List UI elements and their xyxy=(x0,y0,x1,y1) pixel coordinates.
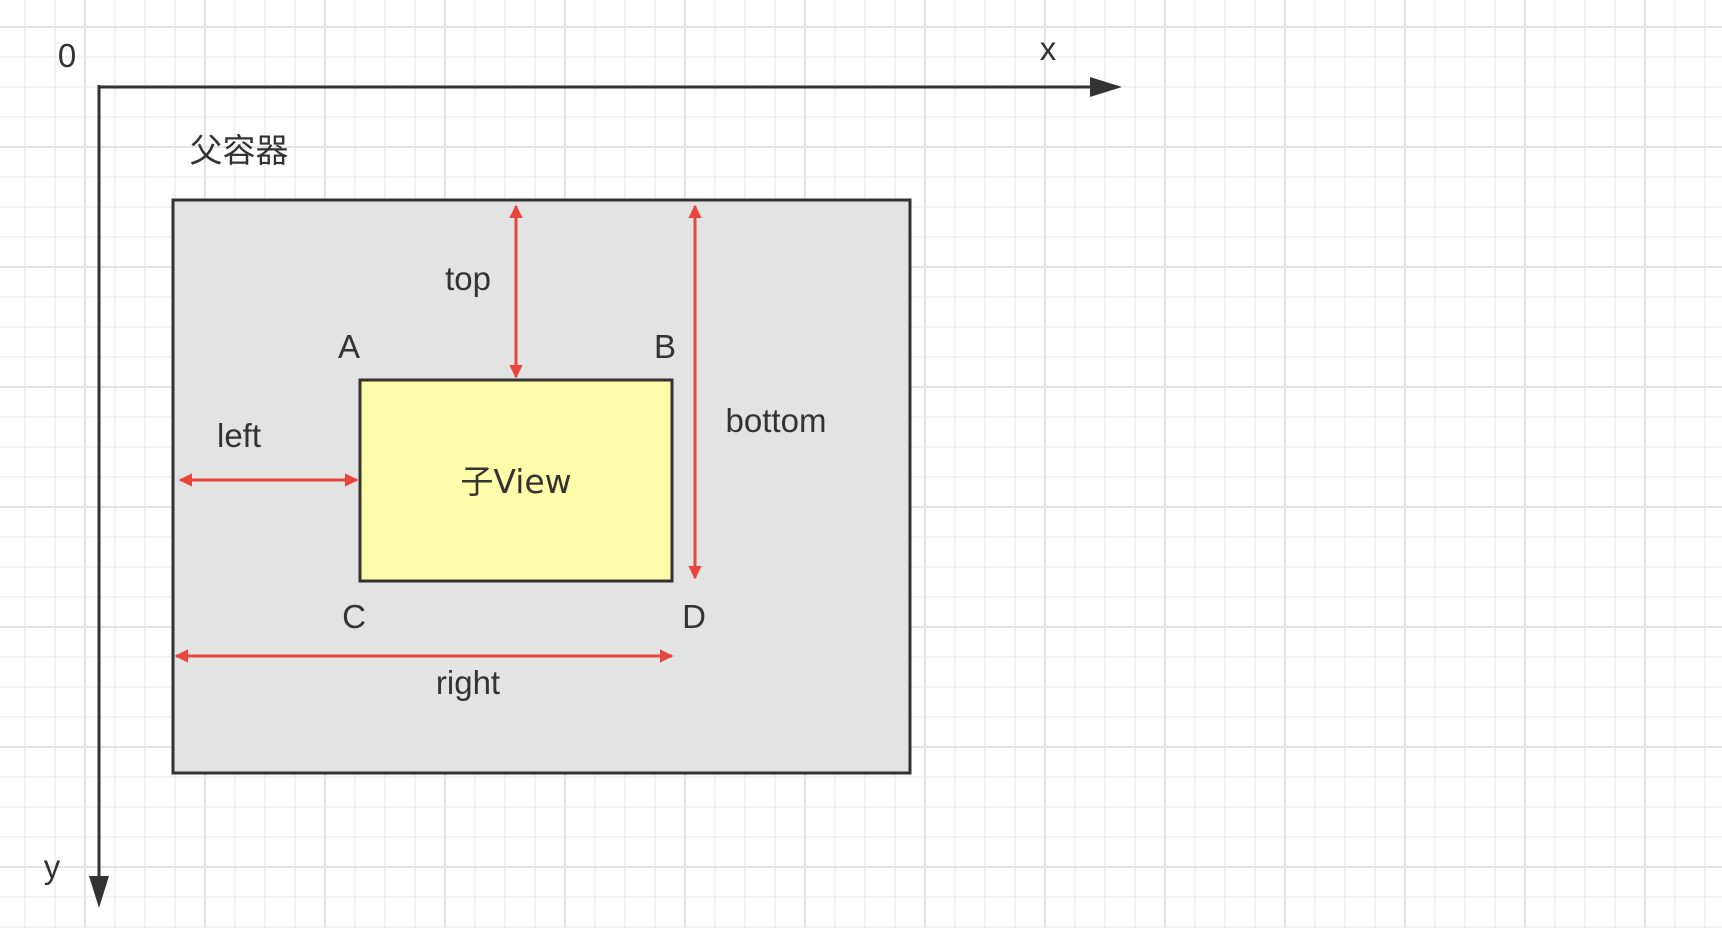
y-axis-arrowhead-icon xyxy=(89,876,109,908)
left-label: left xyxy=(217,417,261,454)
child-view-label: 子View xyxy=(460,462,571,501)
bottom-label: bottom xyxy=(726,402,827,439)
x-axis-label: x xyxy=(1040,30,1057,67)
top-label: top xyxy=(445,260,491,297)
corner-d-label: D xyxy=(682,598,706,635)
corner-a-label: A xyxy=(338,328,360,365)
y-axis-label: y xyxy=(44,848,61,885)
parent-container-label: 父容器 xyxy=(190,131,289,170)
origin-label: 0 xyxy=(58,37,76,74)
right-label: right xyxy=(436,664,500,701)
corner-b-label: B xyxy=(654,328,676,365)
child-view xyxy=(358,378,674,583)
corner-c-label: C xyxy=(342,598,366,635)
x-axis-arrowhead-icon xyxy=(1090,77,1122,97)
